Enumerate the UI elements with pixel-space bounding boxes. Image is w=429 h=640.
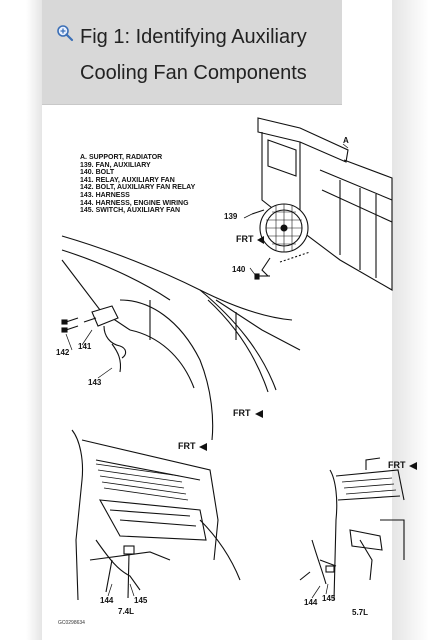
legend-item: 143. HARNESS xyxy=(80,191,130,199)
legend-item: 141. RELAY, AUXILIARY FAN xyxy=(80,176,175,184)
parts-legend: A. SUPPORT, RADIATOR 139. FAN, AUXILIARY… xyxy=(80,154,195,215)
engine-label-5-7l: 5.7L xyxy=(352,608,369,617)
frt-label-middle: FRT xyxy=(233,408,251,418)
callout-139: 139 xyxy=(224,212,238,221)
frt-label-top: FRT xyxy=(236,234,254,244)
callout-145-right: 145 xyxy=(322,594,336,603)
figure-title-box xyxy=(42,0,342,105)
callout-143: 143 xyxy=(88,378,102,387)
engine-label-7-4l: 7.4L xyxy=(118,607,135,616)
callout-a: A xyxy=(343,136,349,145)
legend-item: 142. BOLT, AUXILIARY FAN RELAY xyxy=(80,184,196,192)
figure-code: GC0298634 xyxy=(58,620,85,626)
legend-item: 145. SWITCH, AUXILIARY FAN xyxy=(80,207,181,215)
legend-item: A. SUPPORT, RADIATOR xyxy=(80,154,163,161)
callout-141: 141 xyxy=(78,342,92,351)
frt-label-bottom-right: FRT xyxy=(388,460,406,470)
legend-item: 140. BOLT xyxy=(80,169,115,177)
figure-title-line2: Cooling Fan Components xyxy=(80,62,307,84)
figure-title-line1: Fig 1: Identifying Auxiliary xyxy=(80,26,307,48)
diagram-canvas xyxy=(42,104,392,640)
frt-label-bottom-left: FRT xyxy=(178,441,196,451)
callout-144-right: 144 xyxy=(304,598,318,607)
callout-140: 140 xyxy=(232,265,246,274)
frame-shadow-left xyxy=(26,0,42,640)
legend-item: 139. FAN, AUXILIARY xyxy=(80,161,151,169)
legend-item: 144. HARNESS, ENGINE WIRING xyxy=(80,199,189,207)
callout-144-left: 144 xyxy=(100,596,114,605)
callout-145-left: 145 xyxy=(134,596,148,605)
frame-shadow-right xyxy=(392,0,429,640)
callout-142: 142 xyxy=(56,348,70,357)
magnifier-plus-icon[interactable] xyxy=(56,24,74,42)
